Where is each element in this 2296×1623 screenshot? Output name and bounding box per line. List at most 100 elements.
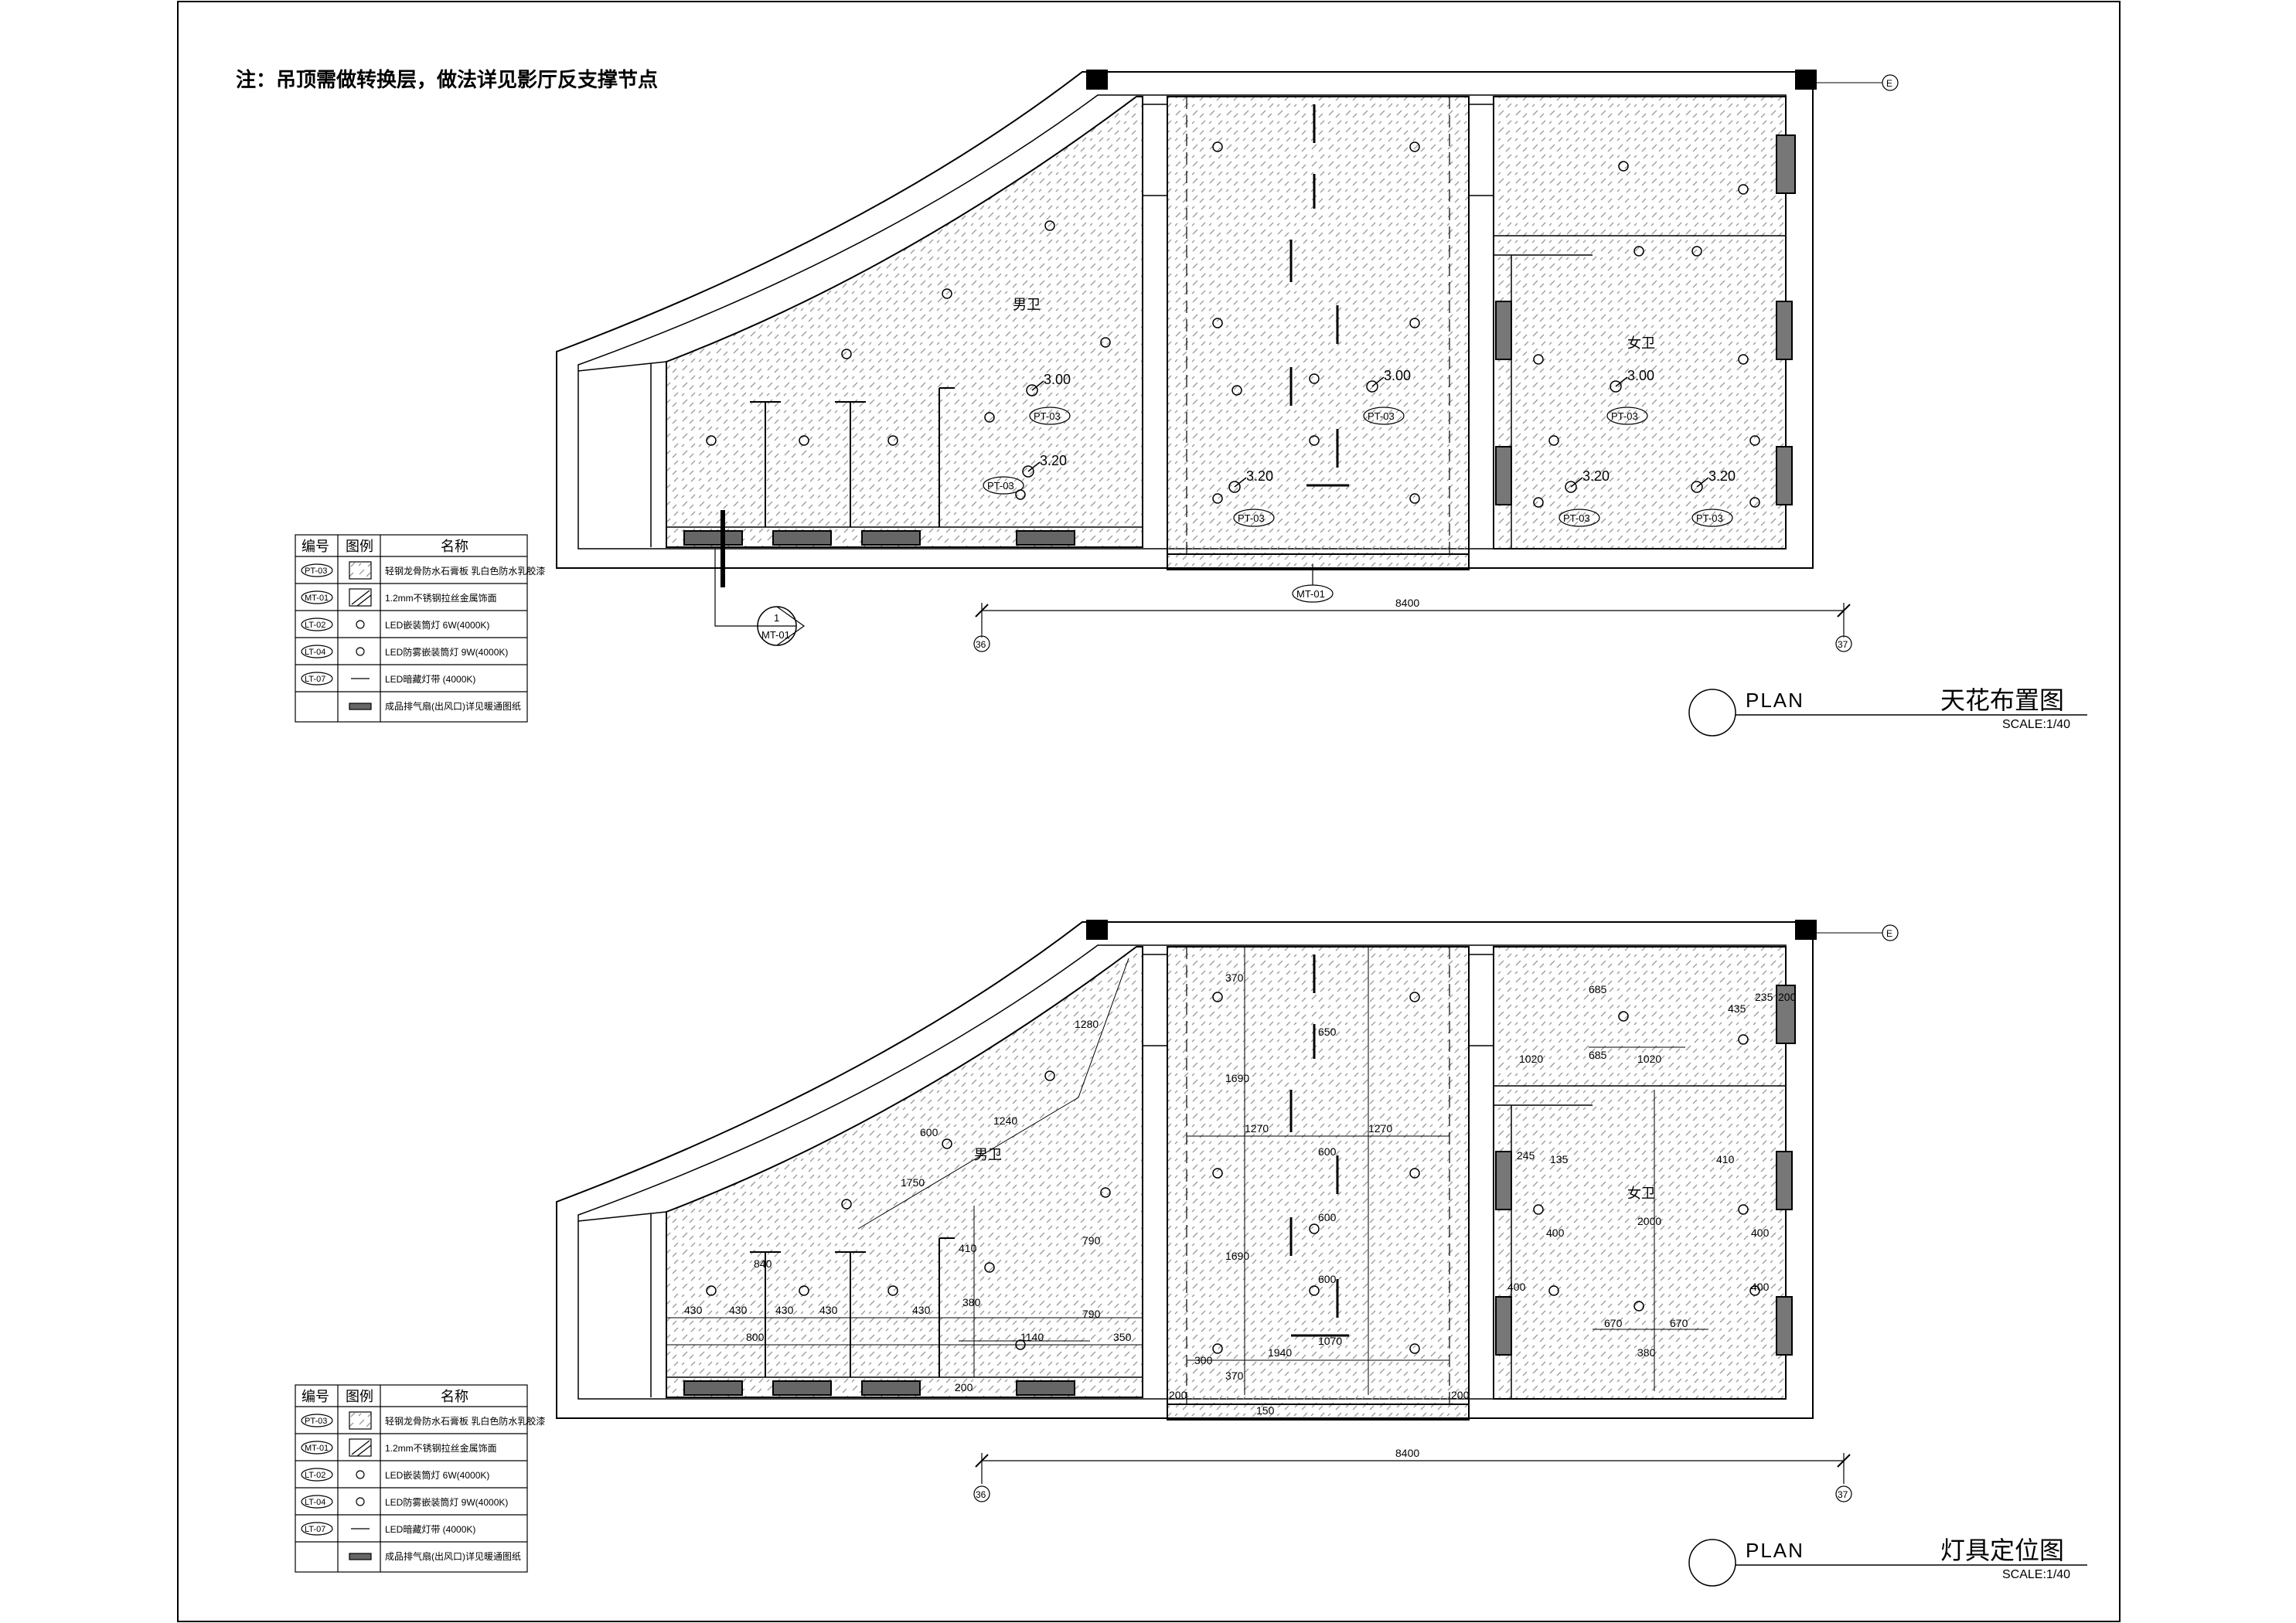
dim-label: 670 bbox=[1604, 1317, 1623, 1329]
legend-code: PT-03 bbox=[305, 1417, 327, 1426]
room-label-mens: 男卫 bbox=[1013, 297, 1041, 312]
legend-name: LED嵌装筒灯 6W(4000K) bbox=[385, 619, 489, 631]
dim-label: 790 bbox=[1082, 1234, 1101, 1247]
legend-name: LED防雾嵌装筒灯 9W(4000K) bbox=[385, 1496, 508, 1508]
dimension-texts: 840 430 430 430 430 430 800 1750 600 124… bbox=[684, 971, 1797, 1417]
ceiling-height-label: 3.20 bbox=[1246, 468, 1273, 484]
legend-code: MT-01 bbox=[305, 1444, 329, 1453]
dim-label: 430 bbox=[775, 1304, 794, 1316]
grid-axis-36: 36 bbox=[976, 639, 986, 650]
section-number: 1 bbox=[774, 612, 779, 624]
legend-name: LED暗藏灯带 (4000K) bbox=[385, 673, 475, 685]
dim-label: 200 bbox=[1169, 1389, 1187, 1401]
legend-code: LT-07 bbox=[305, 675, 325, 684]
dim-label: 1690 bbox=[1225, 1072, 1249, 1084]
dim-label: 410 bbox=[959, 1242, 977, 1254]
grid-axis-e: E bbox=[1886, 928, 1892, 939]
material-tag: PT-03 bbox=[1034, 410, 1061, 422]
ceiling-height-label: 3.00 bbox=[1627, 368, 1654, 383]
dim-label: 1280 bbox=[1075, 1018, 1099, 1030]
plan-name: 灯具定位图 bbox=[1940, 1536, 2064, 1564]
legend-code: LT-02 bbox=[305, 1471, 325, 1480]
legend-code: PT-03 bbox=[305, 567, 327, 576]
plan-title-block: PLAN 灯具定位图 SCALE:1/40 bbox=[1688, 1536, 2087, 1587]
legend-name: LED暗藏灯带 (4000K) bbox=[385, 1523, 475, 1535]
legend-name: 轻钢龙骨防水石膏板 乳白色防水乳胶漆 bbox=[385, 1415, 545, 1427]
legend-code: LT-07 bbox=[305, 1525, 325, 1534]
dim-label: 1940 bbox=[1268, 1346, 1292, 1359]
dim-label: 430 bbox=[729, 1304, 748, 1316]
dim-label: 650 bbox=[1318, 1026, 1337, 1038]
dim-label: 1070 bbox=[1318, 1335, 1342, 1347]
dimension-lines bbox=[666, 947, 1708, 1395]
dim-label: 1750 bbox=[901, 1176, 925, 1189]
dim-label: 400 bbox=[1546, 1227, 1565, 1239]
legend-name: 轻钢龙骨防水石膏板 乳白色防水乳胶漆 bbox=[385, 565, 545, 577]
legend-name: LED嵌装筒灯 6W(4000K) bbox=[385, 1469, 489, 1481]
dim-label: 840 bbox=[754, 1257, 772, 1270]
dim-label: 370 bbox=[1225, 1370, 1244, 1382]
light-position-plan: 840 430 430 430 430 430 800 1750 600 124… bbox=[556, 920, 1899, 1502]
dim-label: 430 bbox=[819, 1304, 838, 1316]
legend-header: 图例 bbox=[346, 539, 373, 554]
dim-label: 1020 bbox=[1637, 1053, 1661, 1065]
plan-label: PLAN bbox=[1746, 1539, 1804, 1562]
dim-label: 685 bbox=[1589, 1049, 1607, 1061]
general-note: 注：吊顶需做转换层，做法详见影厅反支撑节点 bbox=[236, 68, 658, 91]
legend-header: 编号 bbox=[301, 1389, 329, 1404]
legend-header: 图例 bbox=[346, 1389, 373, 1404]
ceiling-height-label: 3.20 bbox=[1040, 453, 1067, 468]
legend-name: 1.2mm不锈钢拉丝金属饰面 bbox=[385, 592, 497, 604]
legend-table: 编号 图例 名称 PT-03 MT-01 LT-02 LT-04 LT-07 轻… bbox=[295, 1384, 545, 1573]
dim-label: 790 bbox=[1082, 1308, 1101, 1320]
room-label-womens: 女卫 bbox=[1627, 335, 1655, 351]
dim-label: 200 bbox=[1451, 1389, 1470, 1401]
dim-label: 300 bbox=[1194, 1354, 1213, 1366]
dim-label: 430 bbox=[684, 1304, 703, 1316]
legend-header: 名称 bbox=[441, 539, 468, 554]
dim-label: 150 bbox=[1256, 1404, 1275, 1417]
material-tag: PT-03 bbox=[1368, 410, 1395, 422]
material-tag: PT-03 bbox=[987, 480, 1014, 492]
downlight-symbols bbox=[706, 141, 1760, 508]
ceiling-height-label: 3.20 bbox=[1582, 468, 1610, 484]
dim-label: 200 bbox=[1778, 991, 1797, 1003]
dim-label: 1270 bbox=[1245, 1122, 1269, 1135]
plan-title-block: PLAN 天花布置图 SCALE:1/40 bbox=[1688, 686, 2087, 737]
dim-label: 135 bbox=[1550, 1153, 1569, 1165]
room-label-womens: 女卫 bbox=[1627, 1186, 1655, 1201]
dim-label: 400 bbox=[1751, 1281, 1770, 1293]
dim-label: 2000 bbox=[1637, 1215, 1661, 1227]
dim-label: 600 bbox=[920, 1126, 938, 1138]
dim-label: 400 bbox=[1507, 1281, 1526, 1293]
dim-label: 800 bbox=[746, 1331, 765, 1343]
grid-axis-37: 37 bbox=[1838, 1489, 1848, 1500]
legend-code: LT-02 bbox=[305, 621, 325, 630]
material-tag: PT-03 bbox=[1238, 512, 1265, 524]
grid-axis-37: 37 bbox=[1838, 639, 1848, 650]
dim-label: 600 bbox=[1318, 1211, 1337, 1223]
overall-dimension: 8400 bbox=[1395, 597, 1419, 609]
dim-label: 600 bbox=[1318, 1145, 1337, 1158]
dim-label: 370 bbox=[1225, 971, 1244, 984]
dim-label: 435 bbox=[1728, 1002, 1746, 1015]
plan-scale: SCALE:1/40 bbox=[2002, 718, 2070, 731]
ceiling-height-label: 3.00 bbox=[1044, 372, 1071, 387]
legend-code: MT-01 bbox=[305, 594, 329, 603]
plan-label: PLAN bbox=[1746, 689, 1804, 712]
legend-name: 成品排气扇(出风口)详见暖通图纸 bbox=[385, 700, 521, 712]
dim-label: 1270 bbox=[1368, 1122, 1392, 1135]
legend-header: 编号 bbox=[301, 539, 329, 554]
ceiling-layout-plan: 3.00 3.20 3.20 3.00 3.00 3.20 3.20 PT-03… bbox=[556, 70, 1899, 652]
material-tag: MT-01 bbox=[1296, 588, 1325, 600]
dim-label: 235 bbox=[1755, 991, 1773, 1003]
legend-name: 1.2mm不锈钢拉丝金属饰面 bbox=[385, 1442, 497, 1454]
dim-label: 1140 bbox=[1020, 1331, 1044, 1343]
dim-label: 200 bbox=[955, 1381, 973, 1393]
dim-label: 380 bbox=[962, 1296, 981, 1308]
dim-label: 430 bbox=[912, 1304, 931, 1316]
legend-code: LT-04 bbox=[305, 1498, 325, 1507]
material-tag: PT-03 bbox=[1696, 512, 1723, 524]
plan-name: 天花布置图 bbox=[1940, 686, 2064, 714]
